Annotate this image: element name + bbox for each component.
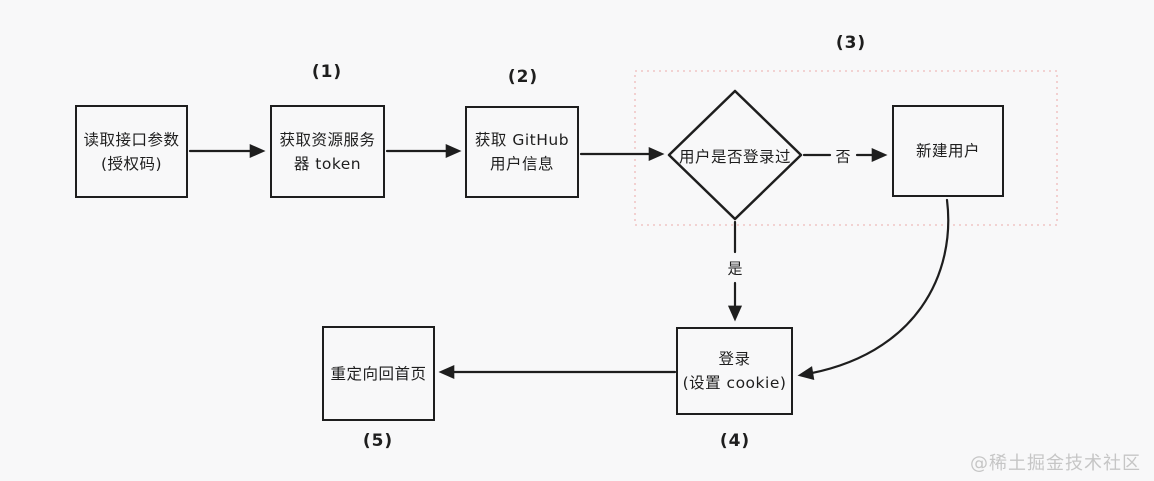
step-label-1: (1): [311, 62, 343, 82]
node-read-params-line2: (授权码): [100, 154, 163, 173]
node-get-user-info-line2: 用户信息: [489, 155, 554, 173]
node-login-line1: 登录: [718, 350, 751, 368]
step-label-3: (3): [835, 33, 867, 53]
node-new-user-label: 新建用户: [915, 142, 980, 160]
arrow-newuser-to-login-curve: [797, 198, 950, 380]
node-get-token: 获取资源服务 器 token: [270, 105, 385, 198]
edge-label-yes: 是: [727, 259, 743, 278]
node-get-token-line1: 获取资源服务: [279, 130, 376, 149]
node-redirect-home: 重定向回首页: [322, 326, 435, 421]
node-get-token-line2: 器 token: [293, 154, 362, 173]
node-redirect-home-label: 重定向回首页: [330, 364, 427, 383]
watermark-text: @稀土掘金技术社区: [970, 453, 1141, 474]
node-new-user: 新建用户: [892, 105, 1004, 197]
node-read-params: 读取接口参数 (授权码): [75, 105, 188, 198]
group-3-dotted-frame: [634, 70, 1058, 226]
step-label-4: (4): [719, 431, 751, 451]
decision-diamond-shape: [667, 89, 803, 221]
step-label-5: (5): [362, 431, 394, 451]
node-get-user-info: 获取 GitHub 用户信息: [465, 106, 579, 198]
node-read-params-line1: 读取接口参数: [83, 130, 180, 149]
node-get-user-info-line1: 获取 GitHub: [474, 131, 570, 149]
edge-label-no: 否: [835, 147, 851, 166]
step-label-2: (2): [507, 67, 539, 87]
node-login-line2: (设置 cookie): [682, 374, 787, 392]
node-login: 登录 (设置 cookie): [676, 327, 793, 415]
node-check-login-label: 用户是否登录过: [678, 148, 792, 166]
